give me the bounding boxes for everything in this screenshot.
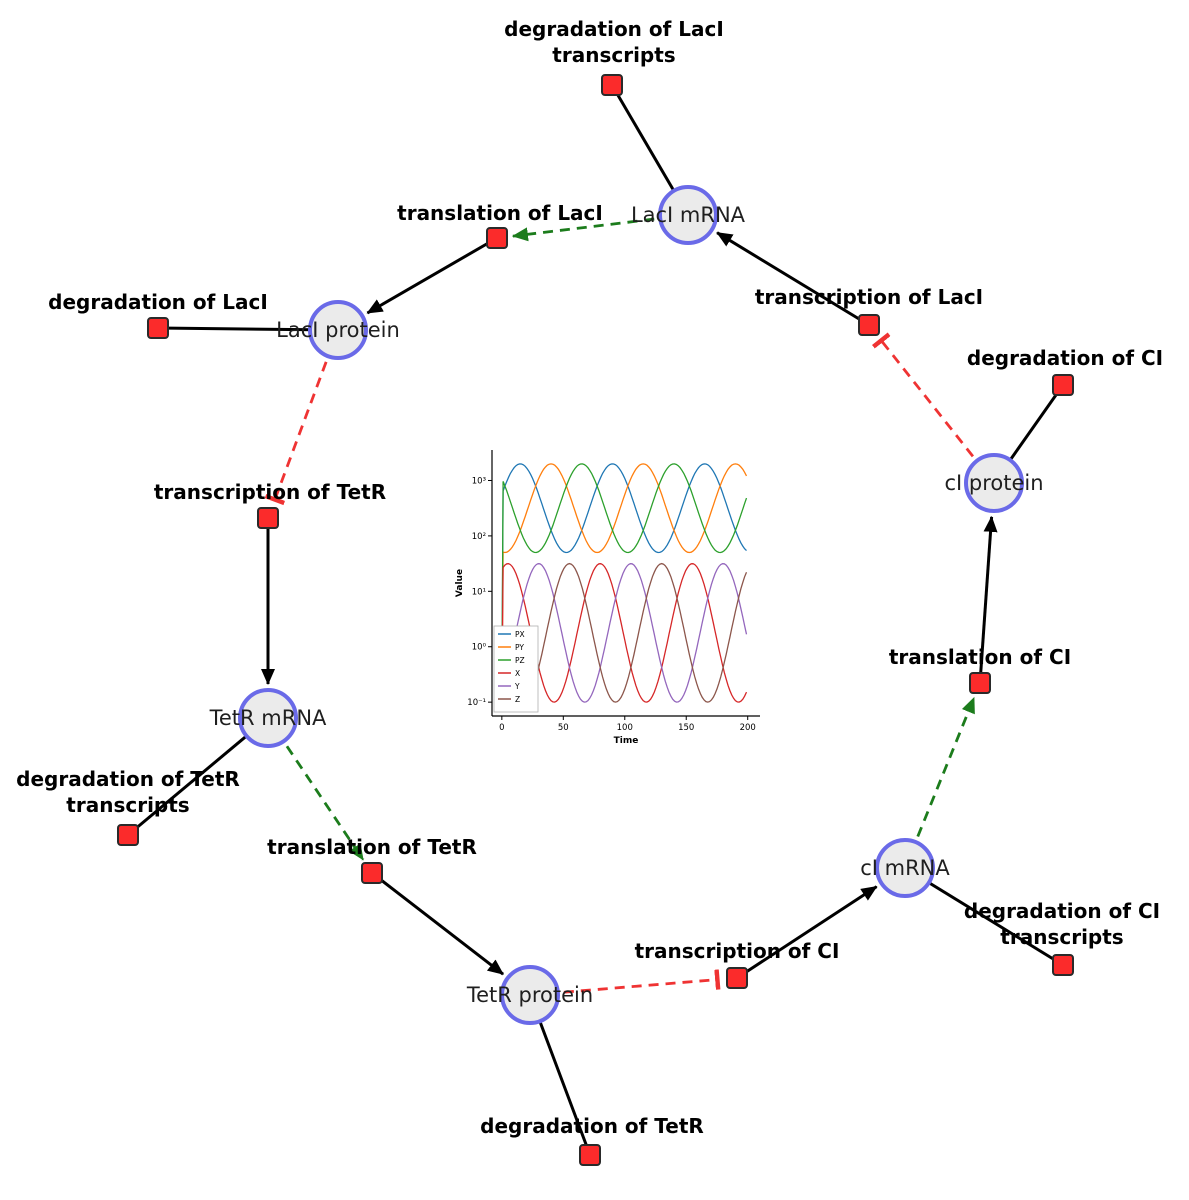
edge-inhibition-tetr_protein-txn_ci <box>529 969 721 997</box>
reaction-node-transl_ci[interactable] <box>969 672 991 694</box>
x-tick-label: 100 <box>617 723 633 733</box>
reaction-node-txn_ci[interactable] <box>726 967 748 989</box>
series-line-PX <box>501 463 747 708</box>
edge-product-txn_laci-laci_mrna <box>716 231 870 327</box>
series-line-X <box>501 563 748 708</box>
legend-label-Z: Z <box>515 695 520 704</box>
series-line-Z <box>501 562 748 708</box>
reaction-node-deg_tetr[interactable] <box>579 1144 601 1166</box>
y-tick-label: 10⁻¹ <box>467 698 486 708</box>
reaction-node-transl_tetr[interactable] <box>361 862 383 884</box>
species-node-tetr_mrna[interactable] <box>238 688 298 748</box>
legend-label-Y: Y <box>514 682 520 691</box>
reaction-node-deg_laci[interactable] <box>147 317 169 339</box>
species-node-tetr_protein[interactable] <box>500 965 560 1025</box>
chart-legend <box>493 625 539 713</box>
y-tick-label: 10³ <box>472 476 486 486</box>
species-node-ci_protein[interactable] <box>964 453 1024 513</box>
species-node-ci_mrna[interactable] <box>875 838 935 898</box>
species-node-laci_mrna[interactable] <box>658 185 718 245</box>
reaction-node-deg_ci_tx[interactable] <box>1052 954 1074 976</box>
species-node-laci_protein[interactable] <box>308 300 368 360</box>
y-axis-label: Value <box>455 569 465 597</box>
reaction-node-deg_laci_tx[interactable] <box>601 74 623 96</box>
reaction-node-deg_tetr_tx[interactable] <box>117 824 139 846</box>
x-tick-label: 150 <box>678 723 694 733</box>
x-tick-label: 200 <box>740 723 756 733</box>
legend-label-PZ: PZ <box>515 656 525 665</box>
reaction-node-txn_tetr[interactable] <box>257 507 279 529</box>
x-tick-label: 50 <box>558 723 569 733</box>
y-tick-label: 10¹ <box>472 587 486 597</box>
series-line-PZ <box>501 463 748 708</box>
edge-inhibition-ci_protein-txn_laci <box>872 332 996 484</box>
reaction-node-deg_ci[interactable] <box>1052 374 1074 396</box>
edge-product-transl_laci-laci_protein <box>366 236 498 315</box>
edge-product-transl_tetr-tetr_protein <box>371 871 505 976</box>
edge-inhibition-laci_protein-txn_tetr <box>264 329 340 506</box>
reaction-node-txn_laci[interactable] <box>858 314 880 336</box>
edge-modifier-ci_mrna-transl_ci <box>903 696 976 869</box>
edge-modifier-laci_mrna-transl_laci <box>511 213 689 242</box>
edge-product-transl_ci-ci_protein <box>978 515 998 684</box>
y-tick-label: 10⁰ <box>472 643 487 653</box>
y-tick-label: 10² <box>472 532 486 542</box>
edge-modifier-tetr_mrna-transl_tetr <box>266 717 365 861</box>
legend-label-PX: PX <box>515 630 525 639</box>
edge-reactant-ci_mrna-deg_ci_tx <box>904 866 1064 967</box>
series-line-PY <box>501 463 748 708</box>
legend-label-X: X <box>515 669 520 678</box>
edge-product-txn_ci-ci_mrna <box>736 885 878 980</box>
legend-label-PY: PY <box>515 643 524 652</box>
series-line-Y <box>501 563 748 708</box>
reaction-node-transl_laci[interactable] <box>486 227 508 249</box>
x-axis-label: Time <box>614 736 639 746</box>
x-tick-label: 0 <box>499 723 504 733</box>
